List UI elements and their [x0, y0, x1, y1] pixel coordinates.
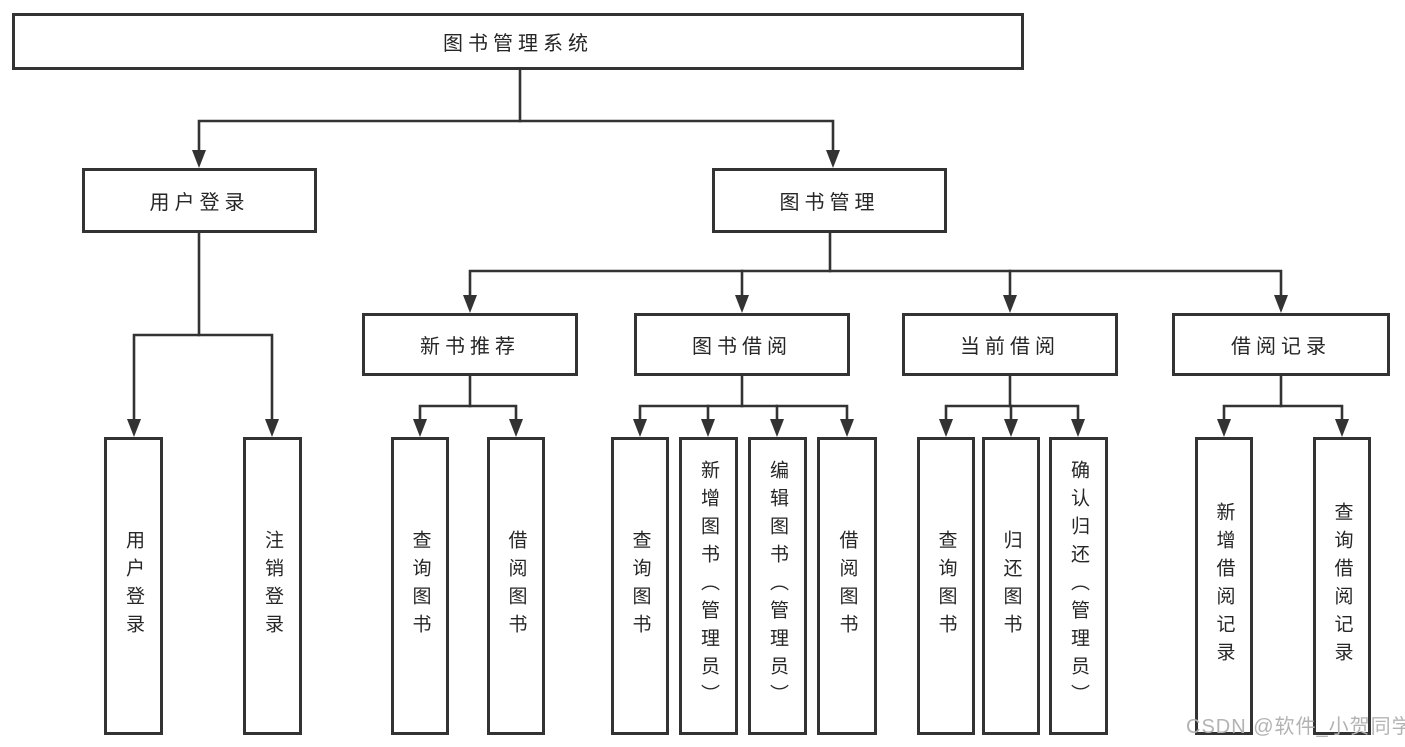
node-leaf-user-login: 用户登录 [104, 437, 163, 735]
node-leaf-logout: 注销登录 [243, 437, 302, 735]
node-leaf-query-books-borrow: 查询图书 [611, 437, 669, 735]
connector-root-to-level2 [192, 67, 840, 168]
node-book-borrow: 图书借阅 [634, 313, 850, 376]
node-current-borrow: 当前借阅 [902, 313, 1118, 376]
node-leaf-return-books: 归还图书 [982, 437, 1040, 735]
connector-records-to-leaves [1217, 374, 1349, 437]
connector-book-mgmt-to-level3 [463, 230, 1288, 313]
node-leaf-query-books-current: 查询图书 [917, 437, 975, 735]
node-leaf-add-borrow-record: 新增借阅记录 [1195, 437, 1253, 735]
node-leaf-confirm-return-admin: 确认归还（管理员） [1049, 437, 1108, 735]
node-leaf-add-books-admin: 新增图书（管理员） [679, 437, 738, 735]
node-leaf-borrow-books-recommend: 借阅图书 [487, 437, 545, 735]
watermark: CSDN @软件_小贺同学 [1186, 716, 1405, 738]
node-leaf-query-borrow-record: 查询借阅记录 [1313, 437, 1371, 735]
node-leaf-borrow-books: 借阅图书 [817, 437, 877, 735]
node-leaf-edit-books-admin: 编辑图书（管理员） [748, 437, 807, 735]
connector-new-book-to-leaves [413, 374, 523, 437]
node-leaf-query-books-recommend: 查询图书 [391, 437, 449, 735]
connector-current-to-leaves [939, 374, 1085, 437]
node-new-book-recommend: 新书推荐 [362, 313, 578, 376]
node-root-library-system: 图书管理系统 [12, 13, 1024, 70]
node-borrow-records: 借阅记录 [1172, 313, 1390, 376]
node-book-management: 图书管理 [712, 168, 947, 233]
connector-user-login-to-leaves [127, 230, 279, 437]
connector-borrow-to-leaves [633, 374, 854, 437]
node-user-login: 用户登录 [82, 168, 317, 233]
